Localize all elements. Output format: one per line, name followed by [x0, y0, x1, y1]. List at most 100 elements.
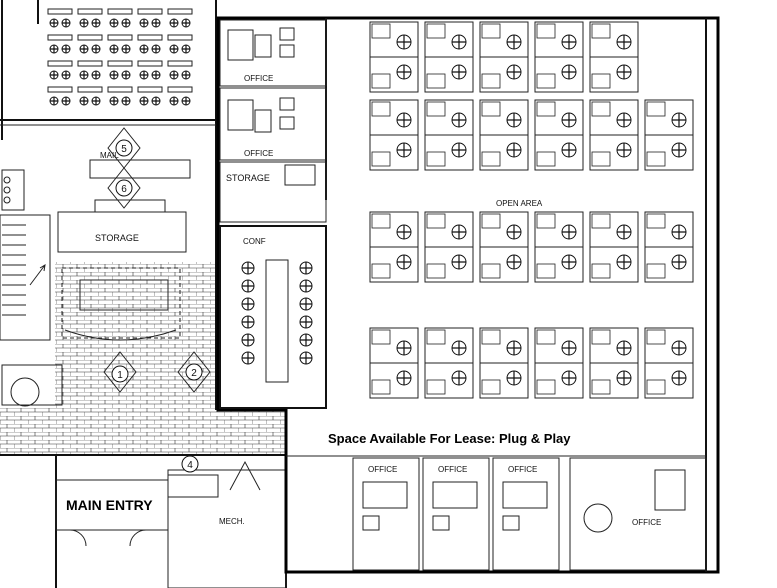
workstation-pod — [644, 211, 694, 283]
chair-icon — [451, 340, 467, 356]
chair-icon — [169, 70, 179, 80]
chair-icon — [121, 44, 131, 54]
chair-icon — [561, 112, 577, 128]
chair-icon — [109, 96, 119, 106]
training-room-seating — [47, 8, 193, 106]
chair-icon — [506, 34, 522, 50]
chair-icon — [299, 279, 313, 293]
chair-icon — [561, 34, 577, 50]
chair-icon — [151, 18, 161, 28]
chair-icon — [451, 34, 467, 50]
marker-2: 2 — [177, 351, 211, 393]
office-top-2: OFFICE — [219, 87, 327, 161]
chair-icon — [396, 142, 412, 158]
chair-icon — [561, 224, 577, 240]
chair-icon — [396, 370, 412, 386]
office-bottom-1: OFFICE — [352, 457, 420, 571]
workstation-pod — [479, 211, 529, 283]
svg-text:2: 2 — [191, 368, 197, 379]
chair-icon — [79, 18, 89, 28]
chair-icon — [79, 44, 89, 54]
chair-icon — [561, 142, 577, 158]
chair-icon — [396, 254, 412, 270]
svg-text:CONF: CONF — [243, 237, 266, 246]
chair-icon — [169, 44, 179, 54]
workstation-pod — [369, 99, 419, 171]
lease-headline: Space Available For Lease: Plug & Play — [328, 431, 571, 446]
workstation-pod — [589, 99, 639, 171]
chair-icon — [451, 142, 467, 158]
workstation-pod — [589, 211, 639, 283]
chair-icon — [506, 142, 522, 158]
chair-icon — [396, 340, 412, 356]
chair-icon — [616, 64, 632, 80]
chair-icon — [121, 96, 131, 106]
chair-icon — [451, 112, 467, 128]
chair-icon — [61, 70, 71, 80]
chair-icon — [451, 370, 467, 386]
chair-icon — [61, 96, 71, 106]
svg-text:OFFICE: OFFICE — [368, 465, 397, 474]
chair-icon — [451, 64, 467, 80]
chair-icon — [91, 44, 101, 54]
chair-icon — [616, 142, 632, 158]
chair-icon — [79, 96, 89, 106]
chair-icon — [139, 96, 149, 106]
chair-icon — [109, 44, 119, 54]
office-bottom-2: OFFICE — [422, 457, 490, 571]
chair-icon — [151, 44, 161, 54]
workstation-pod — [479, 327, 529, 399]
chair-icon — [139, 18, 149, 28]
workstation-pod — [644, 99, 694, 171]
workstation-pod — [369, 21, 419, 93]
chair-icon — [49, 96, 59, 106]
storage-left-label: STORAGE — [95, 233, 139, 243]
chair-icon — [241, 315, 255, 329]
chair-icon — [121, 18, 131, 28]
chair-icon — [121, 70, 131, 80]
office-bottom-3: OFFICE — [492, 457, 560, 571]
workstation-pod — [644, 327, 694, 399]
chair-icon — [561, 64, 577, 80]
open-area-workstations — [369, 21, 694, 399]
chair-icon — [181, 96, 191, 106]
office-top-1: OFFICE — [219, 19, 327, 87]
workstation-pod — [589, 21, 639, 93]
chair-icon — [506, 340, 522, 356]
chair-icon — [616, 254, 632, 270]
workstation-pod — [424, 211, 474, 283]
conference-room: CONF — [219, 225, 327, 409]
svg-text:4: 4 — [187, 460, 193, 471]
chair-icon — [299, 351, 313, 365]
chair-icon — [79, 70, 89, 80]
chair-icon — [561, 370, 577, 386]
chair-icon — [169, 96, 179, 106]
chair-icon — [299, 261, 313, 275]
chair-icon — [561, 340, 577, 356]
stairwell — [0, 214, 51, 341]
bottom-offices: OFFICE OFFICE OFFICE OFFICE — [286, 455, 707, 571]
workstation-pod — [369, 211, 419, 283]
chair-icon — [506, 254, 522, 270]
chair-icon — [139, 70, 149, 80]
marker-5: 5 — [107, 127, 141, 169]
chair-icon — [241, 297, 255, 311]
chair-icon — [506, 224, 522, 240]
chair-icon — [506, 370, 522, 386]
chair-icon — [616, 112, 632, 128]
mech-label: MECH. — [219, 517, 245, 526]
chair-icon — [241, 351, 255, 365]
marker-4: 4 — [181, 455, 199, 473]
chair-icon — [616, 224, 632, 240]
chair-icon — [506, 64, 522, 80]
chair-icon — [49, 18, 59, 28]
chair-icon — [49, 70, 59, 80]
chair-icon — [396, 224, 412, 240]
chair-icon — [561, 254, 577, 270]
svg-text:OFFICE: OFFICE — [244, 149, 273, 158]
workstation-pod — [369, 327, 419, 399]
chair-icon — [671, 340, 687, 356]
chair-icon — [139, 44, 149, 54]
open-area-label: OPEN AREA — [496, 199, 543, 208]
